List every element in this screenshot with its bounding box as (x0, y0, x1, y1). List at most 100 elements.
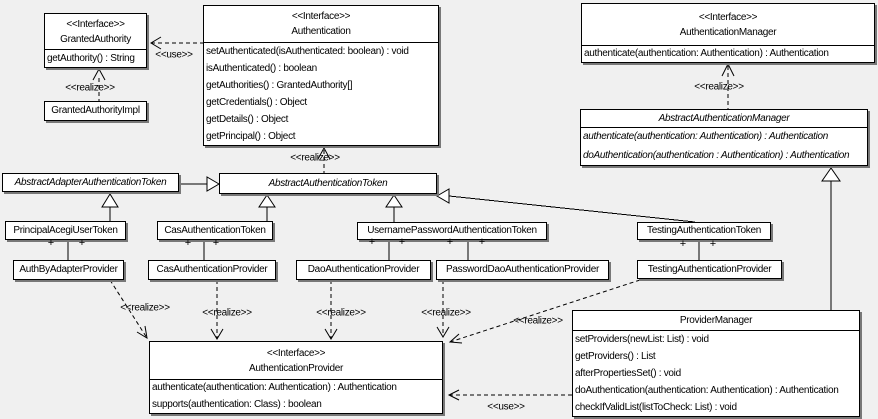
realize-label-grantedauthorityimpl: <<realize>> (65, 82, 115, 94)
method: doAuthentication(authentication : Authen… (583, 149, 850, 161)
realize-label-authbyadapter: <<realize>> (120, 302, 170, 314)
method: authenticate(authentication: Authenticat… (152, 382, 397, 393)
class-username-password-authentication-token: UsernamePasswordAuthenticationToken (357, 222, 547, 240)
class-testing-authentication-provider: TestingAuthenticationProvider (637, 260, 782, 279)
realize-label-testingprovider: <<realize>> (513, 315, 563, 327)
class-name: CasAuthenticationToken (164, 225, 266, 236)
arrow-realize-authprovider-3 (324, 328, 338, 340)
tri-abstracttoken-left (206, 176, 220, 192)
realize-label-daoprovider: <<realize>> (316, 307, 366, 319)
method: getAuthorities() : GrantedAuthority[] (206, 80, 353, 91)
association-end-label: + (47, 237, 55, 249)
realize-label-abstracttoken: <<realize>> (290, 152, 340, 164)
arrow-realize-authentication (317, 146, 331, 160)
stereotype: <<Interface>> (66, 18, 125, 30)
class-name: DaoAuthenticationProvider (307, 264, 420, 275)
method: afterPropertiesSet() : void (575, 368, 681, 379)
association-end-label: + (78, 237, 86, 249)
method: getCredentials() : Object (206, 97, 307, 108)
class-cas-authentication-provider: CasAuthenticationProvider (148, 260, 276, 280)
class-principal-acegi-user-token: PrincipalAcegiUserToken (5, 221, 126, 240)
method: getProviders() : List (575, 351, 656, 362)
method: getAuthority() : String (47, 53, 135, 64)
class-name: AuthenticationManager (679, 26, 777, 38)
stereotype: <<Interface>> (698, 11, 758, 23)
class-name: AbstractAdapterAuthenticationToken (14, 177, 167, 188)
class-authentication-manager: <<Interface>> AuthenticationManager authen… (581, 3, 875, 63)
edge-testing-to-abstracttoken (448, 195, 696, 223)
realize-testingprovider-authprovider (449, 279, 641, 343)
class-authentication-provider: <<Interface>> AuthenticationProvider authe… (149, 341, 443, 414)
use-label-providermanager: <<use>> (487, 401, 525, 413)
class-abstract-adapter-authentication-token: AbstractAdapterAuthenticationToken (2, 173, 179, 192)
arrow-realize-grantedauthority (92, 67, 106, 81)
method: doAuthentication(authentication: Authent… (575, 385, 839, 396)
class-name: GrantedAuthority (60, 33, 131, 45)
association-end-label: + (709, 238, 717, 250)
class-header: ProviderManager (573, 311, 859, 331)
class-name: GrantedAuthorityImpl (51, 105, 140, 116)
class-header: <<Interface>> AuthenticationProvider (150, 342, 442, 380)
arrow-use-authprovider (447, 389, 460, 401)
class-auth-by-adapter-provider: AuthByAdapterProvider (13, 260, 124, 280)
method: isAuthenticated() : boolean (206, 63, 317, 74)
class-name: AbstractAuthenticationManager (658, 113, 790, 124)
realize-authbyadapter-authprovider (109, 279, 148, 339)
association-end-label: + (184, 237, 192, 249)
tri-abstracttoken-usernamepassword (385, 194, 403, 208)
association-end-label: + (446, 236, 454, 248)
arrow-realize-authenticationmanager (721, 62, 735, 77)
method: setProviders(newList: List) : void (575, 334, 709, 345)
arrow-realize-authprovider-2 (210, 328, 224, 340)
class-name: TestingAuthenticationProvider (647, 264, 772, 275)
class-name: Authentication (291, 26, 351, 37)
association-end-label: + (398, 236, 406, 248)
class-cas-authentication-token: CasAuthenticationToken (157, 221, 273, 240)
class-header: <<Interface>> Authentication (204, 6, 438, 43)
method: authenticate(authentication: Authenticat… (584, 48, 829, 59)
method: getDetails() : Object (206, 114, 289, 125)
class-header: <<Interface>> AuthenticationManager (582, 4, 874, 46)
class-name: PrincipalAcegiUserToken (13, 225, 118, 236)
association-end-label: + (679, 238, 687, 250)
arrow-use-grantedauthority (150, 36, 162, 50)
tri-adapter-bottom (101, 193, 119, 208)
association-end-label: + (478, 236, 486, 248)
class-name: UsernamePasswordAuthenticationToken (367, 225, 537, 236)
class-name: TestingAuthenticationToken (647, 225, 761, 236)
realize-label-passworddao: <<realize>> (421, 307, 471, 319)
class-name: AbstractAuthenticationToken (268, 178, 388, 189)
method: setAuthenticated(isAuthenticated: boolea… (206, 46, 409, 57)
use-label-authentication-grantedauthority: <<use>> (155, 49, 193, 61)
class-abstract-authentication-token: AbstractAuthenticationToken (219, 173, 437, 194)
method: getPrincipal() : Object (206, 131, 296, 142)
class-name: ProviderManager (679, 315, 753, 326)
method: supports(authentication: Class) : boolea… (152, 398, 322, 410)
association-end-label: + (212, 237, 220, 249)
realize-label-abstractmanager: <<realize>> (694, 81, 744, 93)
arrow-realize-authprovider-1 (136, 325, 148, 339)
arrow-realize-authprovider-4 (436, 326, 450, 338)
class-testing-authentication-token: TestingAuthenticationToken (637, 222, 771, 240)
class-name: AuthenticationProvider (248, 362, 343, 374)
realize-label-casprovider: <<realize>> (202, 307, 252, 319)
stereotype: <<Interface>> (291, 11, 351, 22)
class-provider-manager: ProviderManager setProviders(newList: Lis… (572, 310, 860, 417)
class-authentication: <<Interface>> Authentication setAuthentica… (203, 5, 439, 146)
stereotype: <<Interface>> (266, 347, 326, 359)
class-header: <<Interface>> GrantedAuthority (45, 14, 146, 50)
class-header: AbstractAuthenticationManager (581, 110, 867, 128)
class-name: CasAuthenticationProvider (156, 264, 268, 275)
tri-abstractmanager-bottom (821, 167, 841, 182)
class-name: AuthByAdapterProvider (19, 264, 118, 275)
class-granted-authority: <<Interface>> GrantedAuthority getAuthorit… (44, 13, 147, 68)
class-granted-authority-impl: GrantedAuthorityImpl (44, 101, 147, 121)
class-password-dao-authentication-provider: PasswordDaoAuthenticationProvider (436, 260, 609, 280)
tri-abstracttoken-right (436, 188, 450, 204)
association-end-label: + (368, 236, 376, 248)
tri-abstracttoken-cas (258, 194, 276, 208)
class-name: PasswordDaoAuthenticationProvider (446, 264, 599, 275)
